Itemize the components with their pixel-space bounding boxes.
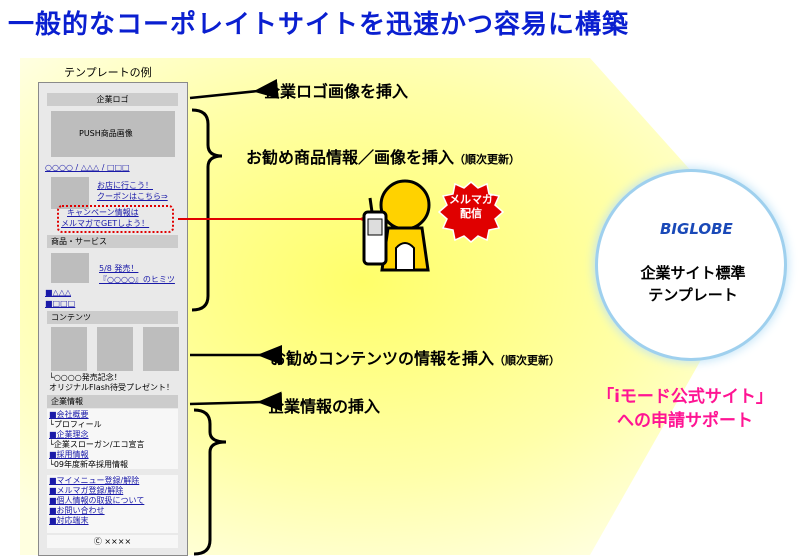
content-image-3 bbox=[143, 327, 179, 371]
company-list-item[interactable]: ■企業理念 bbox=[49, 430, 89, 439]
callout-products-note: （順次更新） bbox=[454, 153, 521, 166]
sale-link-2[interactable]: 『○○○○』のヒミツ bbox=[99, 275, 175, 284]
products-brace bbox=[191, 108, 223, 312]
phone-template-mockup: 企業ロゴ PUSH商品画像 ○○○○ / △△△ / □□□ お店に行こう！ ク… bbox=[38, 82, 188, 556]
logo-bar: 企業ロゴ bbox=[47, 93, 178, 106]
campaign-highlight-box bbox=[57, 205, 174, 233]
footer-link-item[interactable]: ■お問い合わせ bbox=[49, 506, 105, 515]
company-arrow bbox=[189, 391, 283, 412]
footer-link-item[interactable]: ■個人情報の取扱について bbox=[49, 496, 145, 505]
campaign-link-1[interactable]: キャンペーン情報は bbox=[67, 208, 139, 217]
badge-line-1: メルマガ bbox=[449, 193, 493, 206]
page-title: 一般的なコーポレイトサイトを迅速かつ容易に構築 bbox=[8, 10, 630, 40]
company-list-item[interactable]: ■会社概要 bbox=[49, 410, 89, 419]
imode-support-line-1: 「iモード公式サイト」 bbox=[597, 387, 773, 407]
contents-bar: コンテンツ bbox=[47, 311, 178, 324]
footer-link-item[interactable]: ■対応端末 bbox=[49, 516, 89, 525]
coupon-link[interactable]: クーポンはこちら⇒ bbox=[97, 192, 168, 201]
callout-contents: お勧めコンテンツの情報を挿入（順次更新） bbox=[270, 345, 560, 369]
biglobe-circle bbox=[598, 172, 784, 358]
company-list-item: └プロフィール bbox=[49, 420, 102, 429]
person-icon bbox=[379, 179, 431, 272]
callout-products: お勧め商品情報／画像を挿入（順次更新） bbox=[246, 144, 520, 168]
push-image-label: PUSH商品画像 bbox=[79, 129, 133, 138]
products-bar: 商品・サービス bbox=[47, 235, 178, 248]
campaign-link-2[interactable]: メルマガでGETしよう！ bbox=[61, 219, 150, 228]
nav-links[interactable]: ○○○○ / △△△ / □□□ bbox=[45, 163, 130, 172]
company-list-item: └09年度新卒採用情報 bbox=[49, 460, 128, 469]
shop-image-box bbox=[51, 177, 89, 209]
company-panel bbox=[47, 409, 178, 469]
badge-line-2: 配信 bbox=[460, 207, 482, 220]
content-image-1 bbox=[51, 327, 87, 371]
callout-logo: 企業ロゴ画像を挿入 bbox=[264, 82, 409, 101]
release-line-1: └○○○○発売記念！ bbox=[49, 373, 122, 382]
list-item-b[interactable]: ■□□□ bbox=[45, 299, 76, 308]
mailmag-badge bbox=[437, 181, 505, 243]
content-image-2 bbox=[97, 327, 133, 371]
footer-link-item[interactable]: ■メルマガ登録/解除 bbox=[49, 486, 124, 495]
product-image-box bbox=[51, 253, 89, 283]
company-info-list: ■会社概要 └プロフィール■企業理念 └企業スローガン/エコ宣言■採用情報 └0… bbox=[49, 410, 145, 470]
company-list-item[interactable]: ■採用情報 bbox=[49, 450, 89, 459]
imode-support-label: 「iモード公式サイト」 への申請サポート bbox=[560, 385, 800, 433]
standard-template-line-1: 企業サイト標準 bbox=[640, 264, 746, 282]
company-brace bbox=[193, 408, 227, 556]
mailmag-badge-text: メルマガ 配信 bbox=[446, 193, 496, 221]
push-image-box bbox=[51, 111, 175, 157]
standard-template-line-2: テンプレート bbox=[648, 286, 738, 304]
copyright-bar: Ⓒ ×××× bbox=[47, 535, 178, 548]
callout-products-text: お勧め商品情報／画像を挿入 bbox=[246, 148, 455, 167]
callout-contents-note: （順次更新） bbox=[494, 354, 561, 367]
mobile-phone-icon bbox=[362, 197, 388, 266]
callout-contents-text: お勧めコンテンツの情報を挿入 bbox=[270, 349, 495, 368]
sale-link-1[interactable]: 5/8 発売！ bbox=[99, 264, 139, 273]
footer-link-item[interactable]: ■マイメニュー登録/解除 bbox=[49, 476, 140, 485]
shop-link[interactable]: お店に行こう！ bbox=[97, 181, 153, 190]
list-item-a[interactable]: ■△△△ bbox=[45, 288, 72, 297]
template-caption: テンプレートの例 bbox=[64, 66, 152, 79]
footer-panel bbox=[47, 475, 178, 533]
biglobe-logo-text: BIGLOBE bbox=[660, 220, 733, 238]
footer-links-list: ■マイメニュー登録/解除■メルマガ登録/解除■個人情報の取扱について■お問い合わ… bbox=[49, 476, 144, 526]
standard-template-label: 企業サイト標準 テンプレート bbox=[600, 262, 786, 306]
logo-arrow bbox=[189, 79, 279, 100]
imode-support-line-2: への申請サポート bbox=[617, 411, 753, 431]
callout-company: 企業情報の挿入 bbox=[268, 397, 381, 416]
company-bar: 企業情報 bbox=[47, 395, 178, 408]
release-line-2: オリジナルFlash待受プレゼント！ bbox=[49, 383, 174, 392]
company-list-item: └企業スローガン/エコ宣言 bbox=[49, 440, 145, 449]
